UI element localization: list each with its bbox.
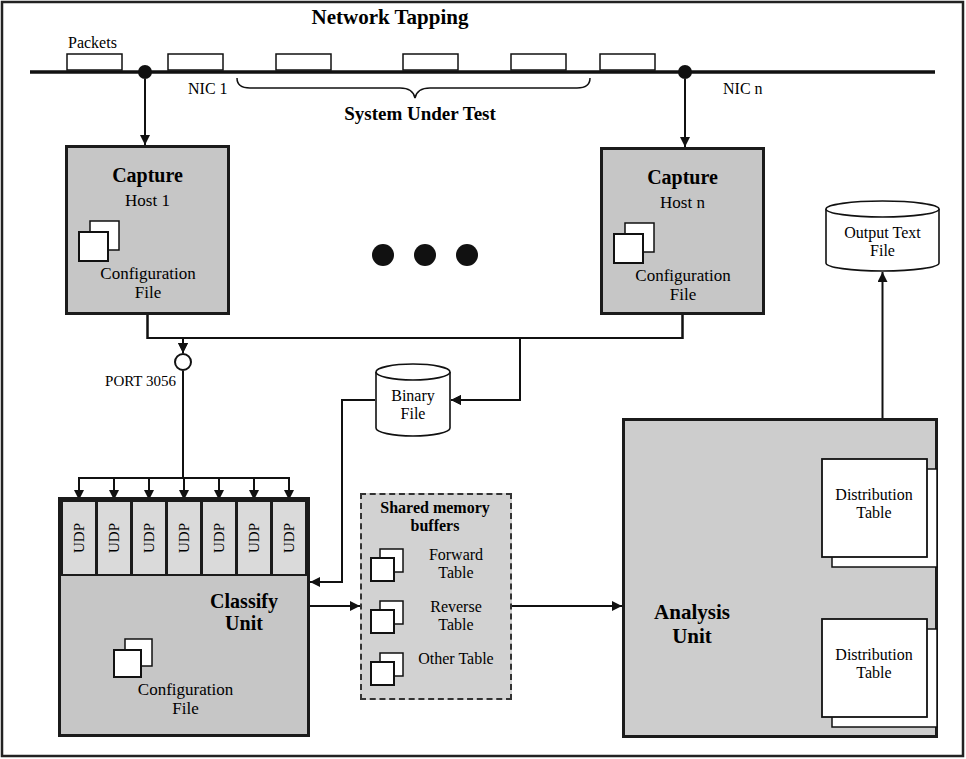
unit-box: CaptureHost n Configuration File (600, 147, 765, 315)
connector-arrow (148, 315, 521, 400)
ellipsis-dot (456, 244, 478, 266)
tap-dot (678, 65, 692, 79)
document-icon (370, 600, 404, 634)
connector-arrow (149, 371, 183, 500)
node-text: Capture (68, 164, 227, 186)
node-text: UDP (176, 523, 193, 553)
tap-arrow (684, 79, 686, 147)
distribution-table: Distribution Table (821, 618, 938, 728)
connector-arrow (183, 371, 289, 500)
node-text: Capture (603, 166, 762, 188)
udp-socket-box: UDP (236, 500, 272, 576)
node-text: Classify Unit (189, 590, 299, 635)
node-text: Distribution Table (825, 486, 923, 522)
tap-dot (138, 65, 152, 79)
network-bus (30, 70, 935, 74)
unit-box: CaptureHost 1 Configuration File (65, 145, 230, 315)
udp-socket-box: UDP (96, 500, 132, 576)
udp-socket-box: UDP (271, 500, 307, 576)
document-icon (370, 652, 404, 686)
node-text: UDP (71, 523, 88, 553)
connector-arrow (114, 371, 183, 500)
node-text: Host n (603, 193, 762, 212)
connector-arrow (183, 371, 254, 500)
node-text: Output Text File (842, 224, 923, 260)
ellipsis-dot (372, 244, 394, 266)
udp-socket-box: UDP (61, 500, 97, 576)
tap-arrow (144, 79, 146, 145)
node-text: UDP (281, 523, 298, 553)
node-text: Configuration File (123, 680, 248, 718)
connector-arrow (79, 371, 183, 500)
document-icon (78, 220, 120, 262)
node-text: Reverse Table (412, 598, 500, 634)
connector-arrow (512, 605, 622, 607)
node-text: Other Table (412, 650, 500, 668)
document-icon (370, 548, 404, 582)
connector-arrow (451, 315, 683, 400)
port-circle: PORT 3056 (174, 353, 192, 371)
connector-arrow (882, 272, 884, 418)
free-label: Packets (68, 34, 117, 52)
node-text: UDP (246, 523, 263, 553)
unit-box: Classify UnitConfiguration File UDP UDP UDP… (58, 497, 310, 737)
node-text: UDP (141, 523, 158, 553)
diagram-title: Network Tapping (312, 6, 469, 30)
document-icon (613, 222, 655, 264)
shared-memory-box: Shared memory buffersForward TableRevers… (360, 493, 512, 700)
packet-symbols (67, 54, 655, 70)
free-label: NIC 1 (188, 80, 228, 98)
node-text: UDP (211, 523, 228, 553)
ellipsis-dot (414, 244, 436, 266)
node-text: Shared memory buffers (362, 499, 508, 535)
connector-arrow (310, 605, 360, 607)
brace (237, 78, 590, 98)
node-text: Analysis Unit (637, 601, 747, 648)
udp-socket-box: UDP (166, 500, 202, 576)
node-text: Configuration File (621, 266, 745, 304)
file-cylinder: Binary File (375, 363, 451, 437)
unit-box: Analysis UnitDistribution TableDistribut… (622, 418, 938, 738)
connector-arrow (183, 315, 683, 353)
table-item: Other Table (368, 645, 508, 695)
connector-arrow (148, 315, 184, 353)
node-text: Distribution Table (825, 646, 923, 682)
distribution-table: Distribution Table (821, 458, 938, 568)
node-text: PORT 3056 (103, 373, 178, 390)
free-label: NIC n (723, 80, 763, 98)
table-item: Reverse Table (368, 593, 508, 641)
udp-socket-box: UDP (201, 500, 237, 576)
document-icon (113, 638, 153, 678)
connector-arrow (183, 371, 219, 500)
node-text: Forward Table (412, 546, 500, 582)
node-text: UDP (106, 523, 123, 553)
node-text: Binary File (378, 387, 448, 423)
free-label: System Under Test (344, 103, 496, 124)
table-item: Forward Table (368, 541, 508, 589)
file-cylinder: Output Text File (825, 200, 940, 272)
node-text: Host 1 (68, 191, 227, 210)
udp-socket-box: UDP (131, 500, 167, 576)
node-text: Configuration File (86, 264, 210, 302)
